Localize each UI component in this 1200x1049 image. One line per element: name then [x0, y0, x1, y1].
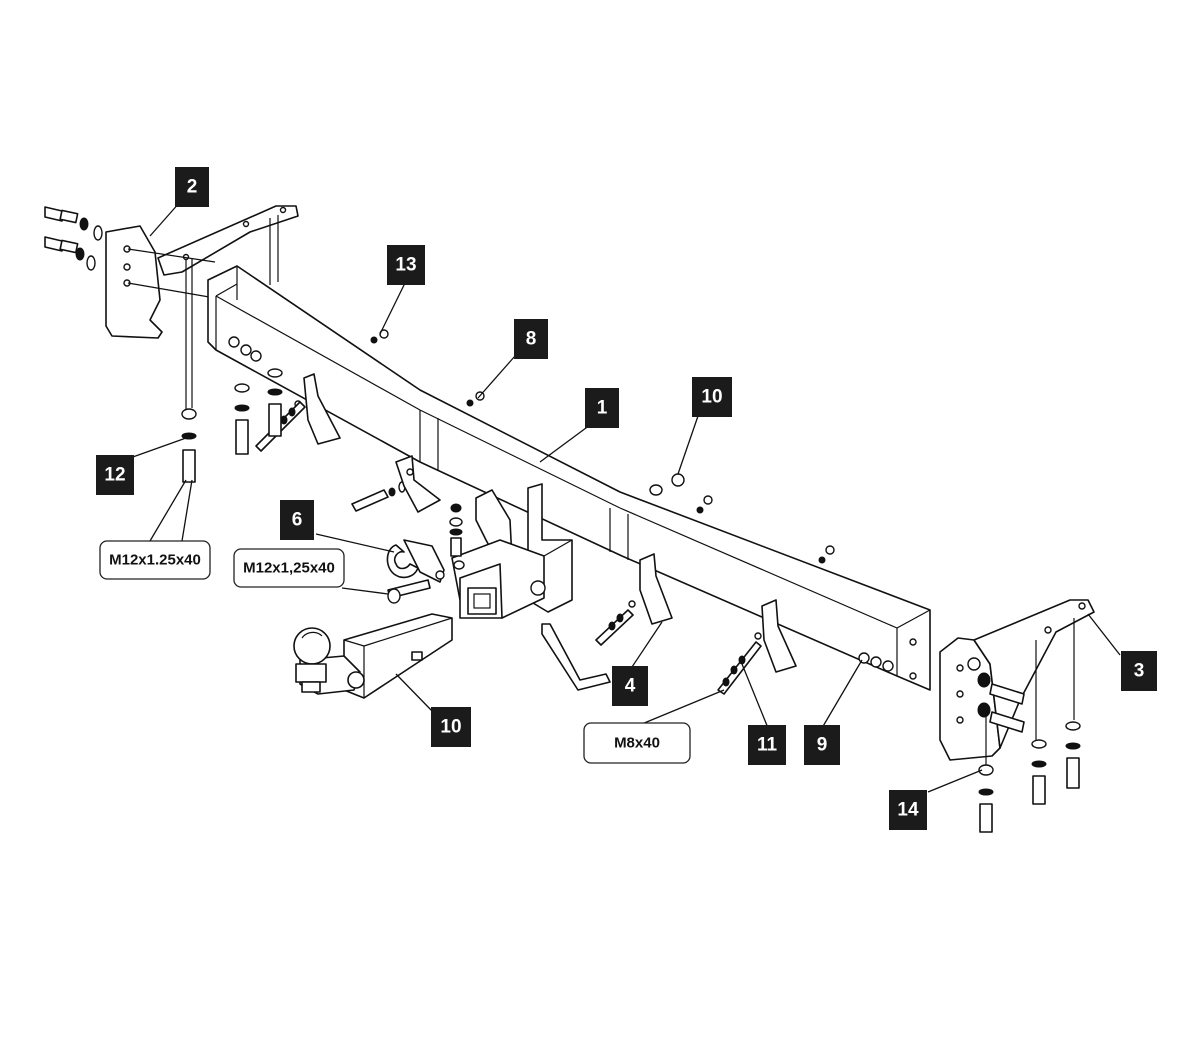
svg-text:14: 14: [897, 800, 919, 821]
svg-text:8: 8: [526, 329, 537, 350]
main-crossbar: [207, 265, 931, 691]
callout-8: 8: [514, 319, 548, 359]
callout-1: 1: [585, 388, 619, 428]
spec-bolt-small: M8x40: [583, 722, 691, 764]
spec-bolt-center: M12x1,25x40: [233, 548, 345, 588]
callout-2: 2: [175, 167, 209, 207]
callout-9: 9: [804, 725, 840, 765]
callout-4: 4: [612, 666, 648, 706]
svg-text:12: 12: [104, 465, 125, 486]
right-bracket-bolts: [858, 652, 1081, 833]
callout-6: 6: [280, 500, 314, 540]
bar-nuts: [370, 329, 835, 564]
svg-text:10: 10: [701, 387, 722, 408]
svg-text:10: 10: [440, 717, 461, 738]
left-vertical-bolts: [181, 336, 283, 483]
locking-pin: [541, 623, 611, 691]
socket-ring: [386, 539, 445, 583]
callout-14: 14: [889, 790, 927, 830]
leader-lines: [129, 201, 1121, 793]
callout-3: 3: [1121, 651, 1157, 691]
svg-text:6: 6: [292, 510, 303, 531]
left-bracket-bolts: [44, 206, 103, 271]
ball-mount-drawbar: [293, 613, 453, 699]
callout-11: 11: [748, 725, 786, 765]
svg-text:13: 13: [395, 255, 416, 276]
left-mounting-bracket: [105, 205, 299, 410]
svg-text:M8x40: M8x40: [614, 735, 660, 752]
spec-bolt-left: M12x1.25x40: [99, 540, 211, 580]
svg-text:4: 4: [625, 676, 636, 697]
svg-text:1: 1: [597, 398, 608, 419]
svg-text:2: 2: [187, 177, 198, 198]
receiver-and-socket-plate: [451, 483, 573, 619]
svg-text:M12x1,25x40: M12x1,25x40: [243, 560, 335, 577]
callout-10-bottom: 10: [431, 707, 471, 747]
svg-text:11: 11: [757, 735, 778, 756]
center-bolts: [351, 481, 465, 604]
callout-13: 13: [387, 245, 425, 285]
callout-12: 12: [96, 455, 134, 495]
mounting-lugs: [294, 373, 797, 673]
svg-text:9: 9: [817, 735, 828, 756]
svg-text:M12x1.25x40: M12x1.25x40: [109, 552, 201, 569]
callout-10-top: 10: [692, 377, 732, 417]
svg-text:3: 3: [1134, 661, 1145, 682]
